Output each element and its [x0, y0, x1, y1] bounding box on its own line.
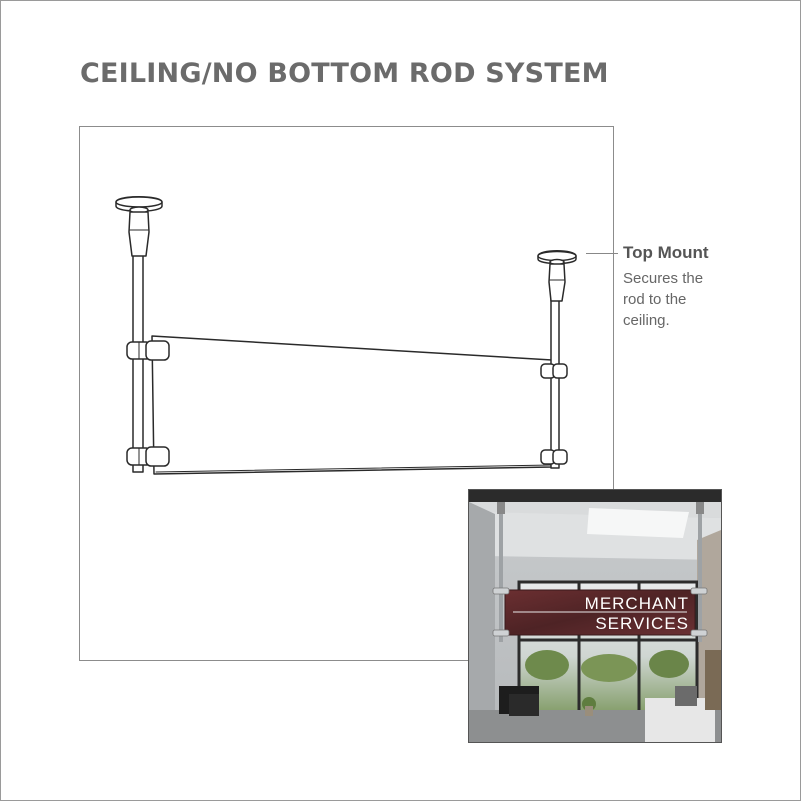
photo-right-rod — [698, 502, 702, 642]
office-scene: MERCHANT SERVICES — [469, 490, 721, 742]
right-upper-clamp-icon — [540, 363, 568, 379]
sign-text-line2: SERVICES — [595, 614, 689, 633]
sign-panel — [151, 335, 553, 475]
callout-title: Top Mount — [623, 243, 709, 262]
left-upper-clamp-icon — [126, 340, 170, 361]
left-rod — [132, 254, 144, 473]
left-top-mount-icon — [115, 196, 163, 257]
sign-text-line1: MERCHANT — [585, 594, 689, 613]
callout-leader-line — [586, 253, 618, 254]
callout-description: Secures the rod to the ceiling. — [623, 270, 704, 329]
ceiling-light — [587, 508, 689, 538]
page-title: CEILING/NO BOTTOM ROD SYSTEM — [80, 58, 609, 89]
right-top-mount-icon — [537, 250, 577, 302]
installation-photo: MERCHANT SERVICES — [468, 489, 722, 743]
right-rod — [550, 299, 560, 469]
left-lower-clamp-icon — [126, 446, 170, 467]
photo-left-rod — [499, 502, 503, 642]
right-lower-clamp-icon — [540, 449, 568, 465]
top-mount-callout: Top Mount Secures the rod to the ceiling… — [623, 243, 753, 331]
